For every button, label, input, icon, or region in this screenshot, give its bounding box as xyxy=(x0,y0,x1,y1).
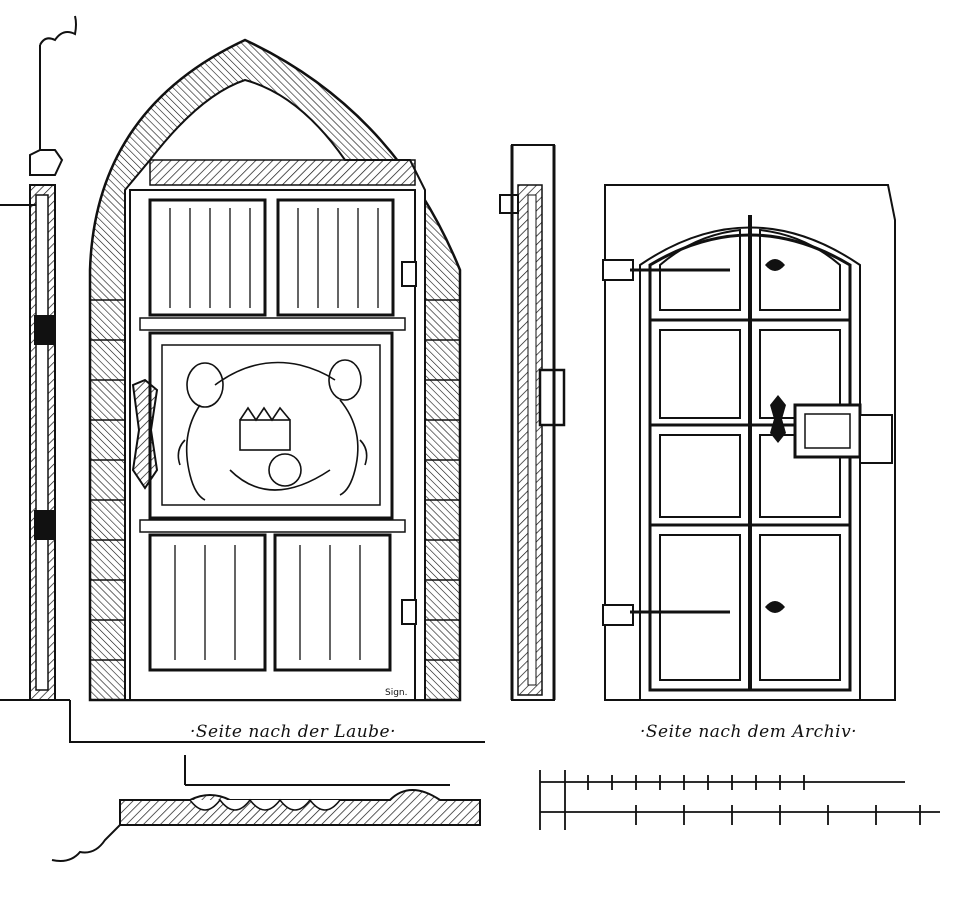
left-door-elevation: Sign. xyxy=(69,38,485,743)
scale-bar xyxy=(539,770,940,830)
relief-carving xyxy=(177,359,368,501)
plan-section xyxy=(51,755,481,862)
caption-laube: ·Seite nach der Laube· xyxy=(190,722,396,742)
caption-archiv: ·Seite nach dem Archiv· xyxy=(640,722,858,742)
right-door-elevation xyxy=(602,184,896,701)
left-side-section xyxy=(0,15,77,701)
door-section-profile xyxy=(499,144,566,701)
signature: Sign. xyxy=(385,688,408,698)
